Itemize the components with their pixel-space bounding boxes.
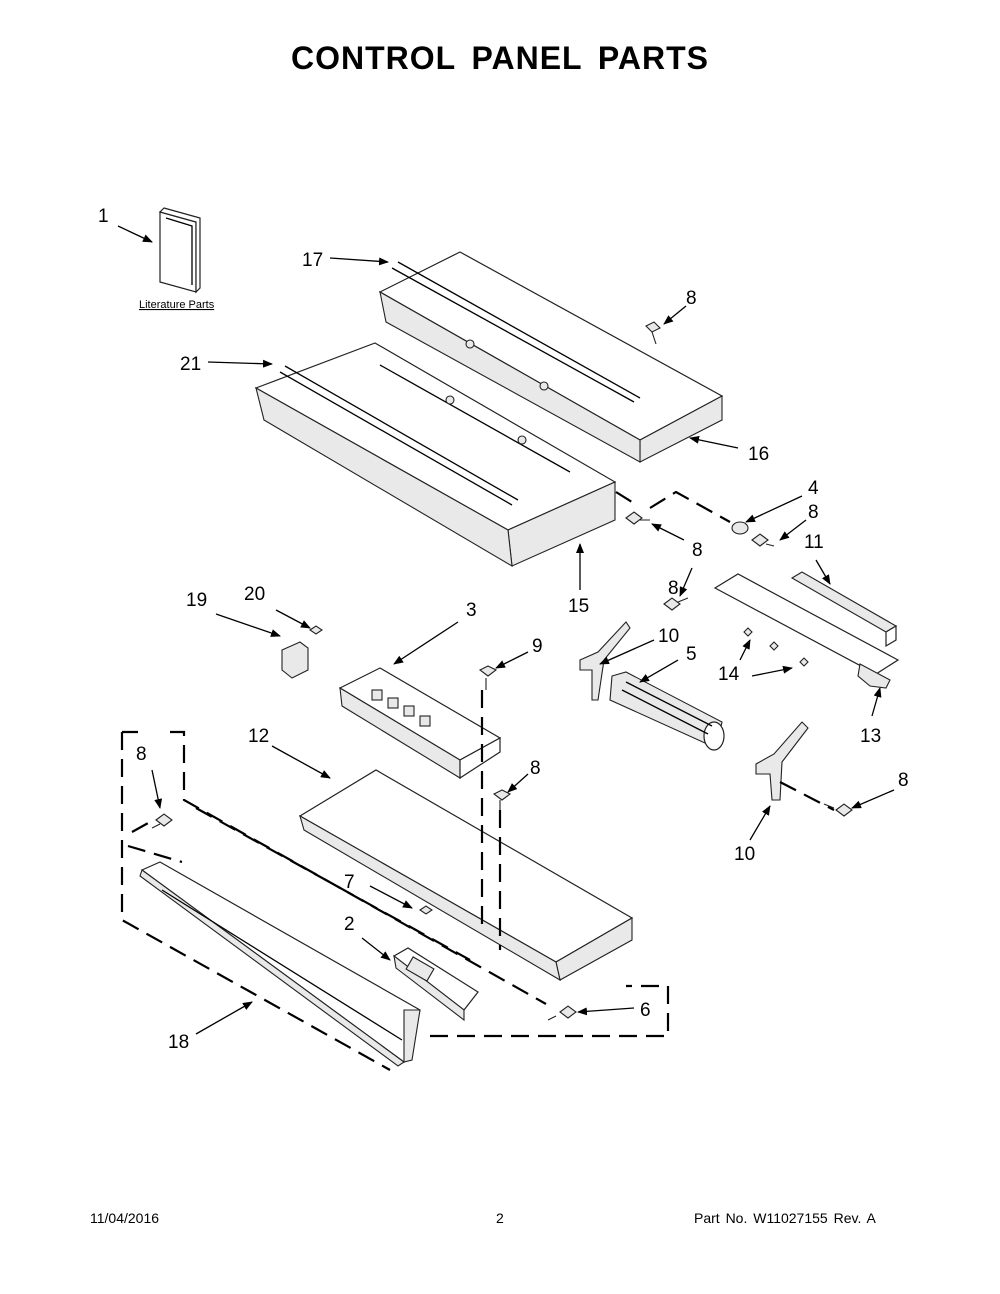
literature-booklet-part[interactable] bbox=[158, 207, 201, 294]
callout-8: 8 bbox=[692, 540, 703, 561]
callout-16: 16 bbox=[748, 444, 769, 465]
screw-part[interactable] bbox=[663, 597, 689, 611]
page-title: CONTROL PANEL PARTS bbox=[291, 40, 709, 76]
seal-strip-part[interactable] bbox=[790, 571, 898, 648]
callout-11: 11 bbox=[804, 532, 824, 553]
screw-part[interactable] bbox=[492, 789, 512, 812]
screw-part[interactable] bbox=[478, 665, 498, 690]
assembly-line bbox=[127, 821, 183, 864]
assembly-line bbox=[430, 984, 670, 1038]
callout-19: 19 bbox=[186, 590, 207, 611]
assembly-line bbox=[120, 732, 391, 1071]
screw-part[interactable] bbox=[645, 321, 661, 345]
callout-8: 8 bbox=[530, 758, 541, 779]
screw-part[interactable] bbox=[309, 625, 323, 635]
callout-4: 4 bbox=[808, 478, 819, 499]
fan-bracket-lower-part[interactable] bbox=[755, 721, 809, 801]
callout-8: 8 bbox=[898, 770, 909, 791]
relay-board-part[interactable] bbox=[338, 667, 502, 780]
assembly-line bbox=[122, 730, 547, 1005]
main-panel-part[interactable] bbox=[254, 342, 617, 568]
assembly-line bbox=[649, 490, 731, 523]
control-board-part[interactable] bbox=[392, 947, 479, 1022]
callout-8: 8 bbox=[136, 744, 147, 765]
washer-part[interactable] bbox=[731, 521, 749, 535]
callout-8: 8 bbox=[686, 288, 697, 309]
screw-part[interactable] bbox=[547, 1005, 577, 1021]
callout-20: 20 bbox=[244, 584, 265, 605]
mounting-bracket-part[interactable] bbox=[713, 573, 900, 689]
footer-part-number: Part No. W11027155 Rev. A bbox=[694, 1210, 876, 1226]
lower-panel-part[interactable] bbox=[298, 769, 634, 982]
screw-part[interactable] bbox=[419, 905, 433, 915]
callout-3: 3 bbox=[466, 600, 477, 621]
callout-5: 5 bbox=[686, 644, 697, 665]
callout-7: 7 bbox=[344, 872, 355, 893]
callout-10: 10 bbox=[734, 844, 755, 865]
screw-part[interactable] bbox=[625, 511, 650, 525]
callout-12: 12 bbox=[248, 726, 269, 747]
callout-10: 10 bbox=[658, 626, 679, 647]
sensor-part[interactable] bbox=[281, 641, 309, 679]
callout-9: 9 bbox=[532, 636, 543, 657]
fan-bracket-upper-part[interactable] bbox=[579, 621, 631, 701]
footer-page-number: 2 bbox=[496, 1210, 504, 1226]
literature-parts-label: Literature Parts bbox=[139, 299, 215, 311]
callout-21: 21 bbox=[180, 354, 201, 375]
footer-date: 11/04/2016 bbox=[90, 1210, 160, 1226]
upper-panel-part[interactable] bbox=[378, 251, 724, 463]
cooling-fan-part[interactable] bbox=[609, 671, 725, 751]
screw-part[interactable] bbox=[823, 803, 853, 817]
callout-6: 6 bbox=[640, 1000, 651, 1021]
callout-2: 2 bbox=[344, 914, 355, 935]
callout-18: 18 bbox=[168, 1032, 189, 1053]
callout-1: 1 bbox=[98, 206, 109, 227]
callout-15: 15 bbox=[568, 596, 589, 617]
assembly-line bbox=[615, 491, 633, 503]
callout-13: 13 bbox=[860, 726, 881, 747]
callout-8: 8 bbox=[668, 578, 679, 599]
callout-14: 14 bbox=[718, 664, 740, 685]
front-trim-part[interactable] bbox=[139, 861, 421, 1067]
callout-17: 17 bbox=[302, 250, 323, 271]
callout-8: 8 bbox=[808, 502, 819, 523]
grommet-part[interactable] bbox=[743, 627, 809, 667]
assembly-line bbox=[779, 781, 835, 811]
screw-part[interactable] bbox=[151, 813, 173, 829]
screw-part[interactable] bbox=[751, 533, 775, 547]
